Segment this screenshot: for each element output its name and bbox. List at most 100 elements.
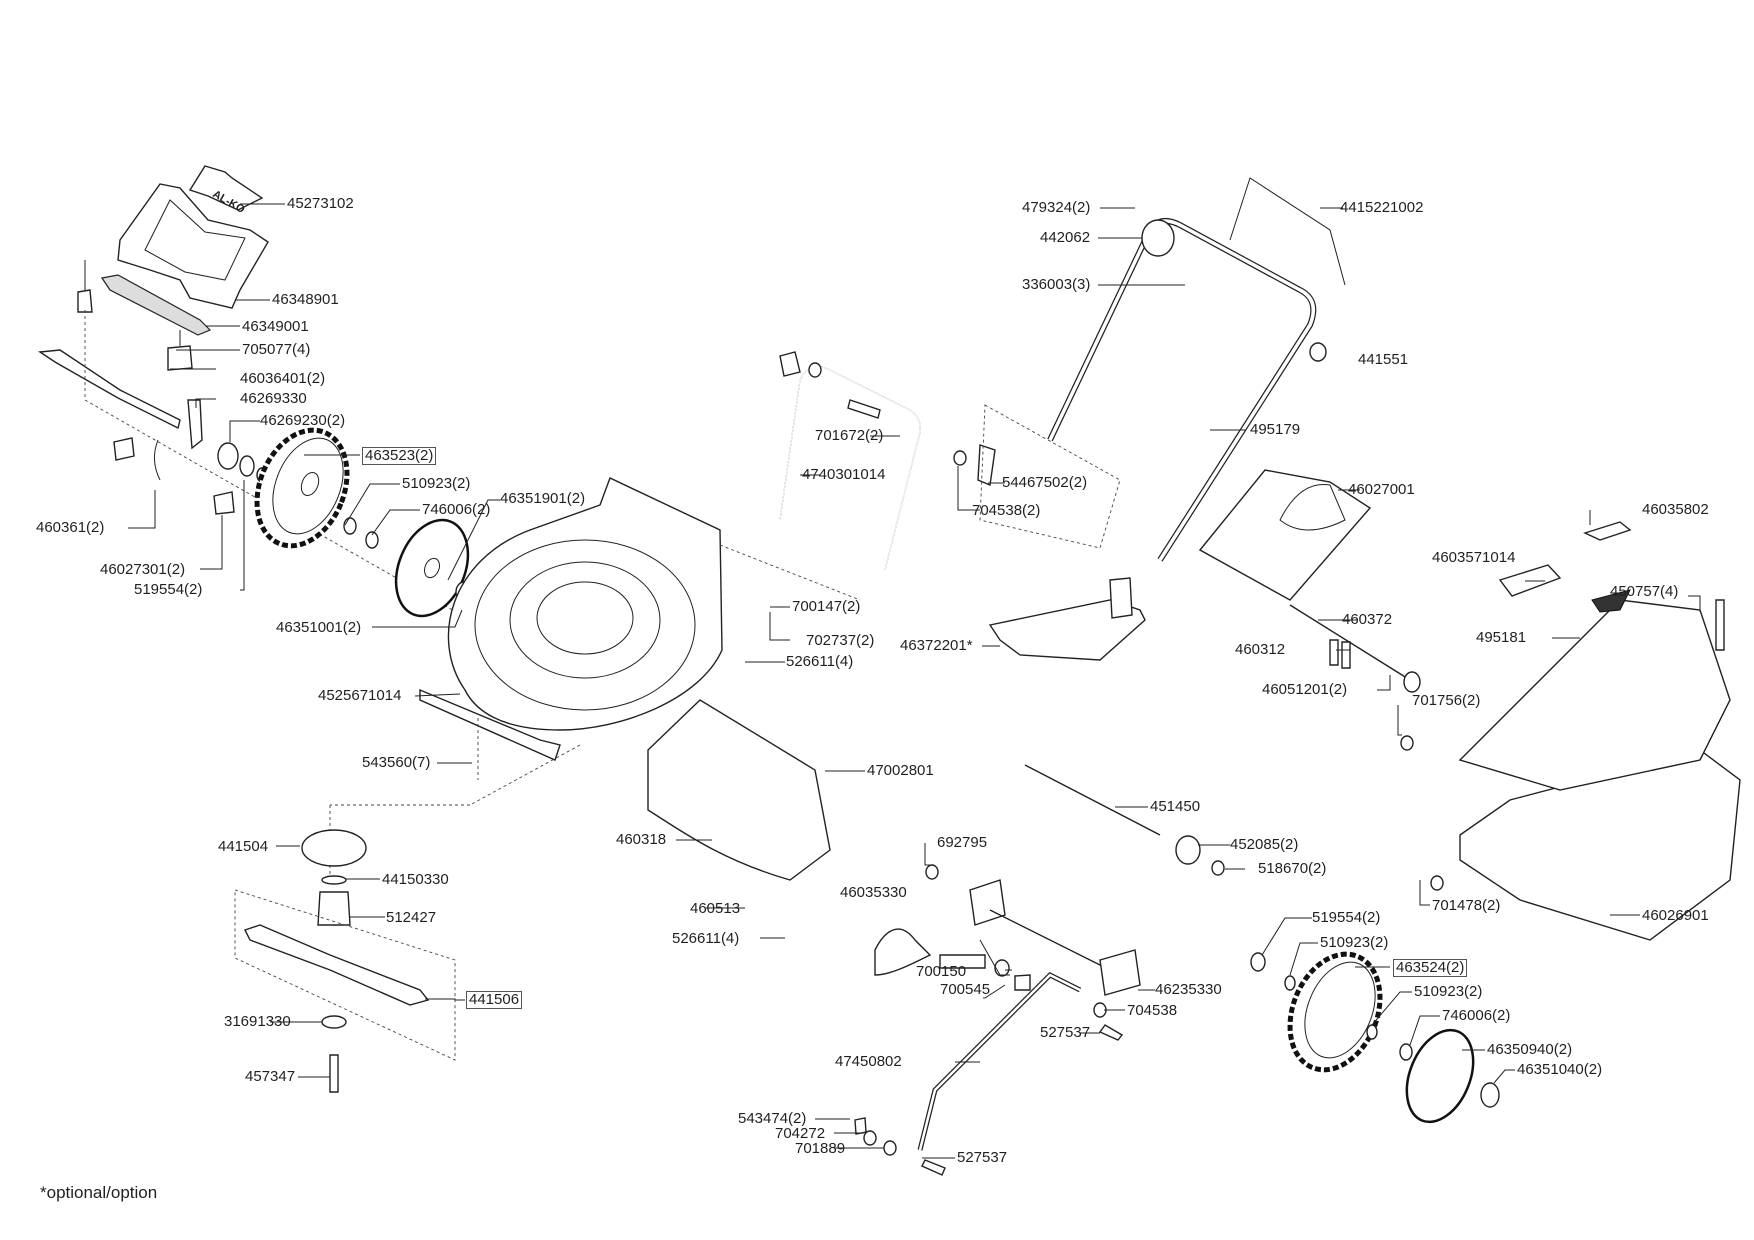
part-label[interactable]: 46351001(2) bbox=[276, 619, 362, 636]
part-label[interactable]: 46036401(2) bbox=[240, 370, 326, 387]
part-label[interactable]: 518670(2) bbox=[1258, 860, 1327, 877]
part-label-boxed[interactable]: 463523(2) bbox=[362, 447, 437, 465]
part-label[interactable]: 510923(2) bbox=[402, 475, 471, 492]
part-label[interactable]: 746006(2) bbox=[422, 501, 491, 518]
part-label[interactable]: 510923(2) bbox=[1414, 983, 1483, 1000]
lever-part[interactable] bbox=[187, 399, 203, 450]
part-label[interactable]: 47002801 bbox=[867, 762, 934, 779]
part-label[interactable]: 46348901 bbox=[272, 291, 339, 308]
blade-part[interactable] bbox=[244, 924, 430, 1006]
part-label[interactable]: 46235330 bbox=[1155, 981, 1222, 998]
part-label[interactable]: 46269230(2) bbox=[260, 412, 346, 429]
part-label[interactable]: 46350940(2) bbox=[1487, 1041, 1573, 1058]
part-label[interactable]: 700545 bbox=[940, 981, 991, 998]
blade-bolt-part[interactable] bbox=[329, 1054, 339, 1093]
part-label[interactable]: 460361(2) bbox=[36, 519, 105, 536]
part-label[interactable]: 519554(2) bbox=[134, 581, 203, 598]
blade-adapter-part[interactable] bbox=[317, 891, 351, 926]
part-label[interactable]: 512427 bbox=[386, 909, 437, 926]
part-label[interactable]: 336003(3) bbox=[1022, 276, 1091, 293]
part-label[interactable]: 450757(4) bbox=[1610, 583, 1679, 600]
part-label[interactable]: 4525671014 bbox=[318, 687, 402, 704]
axle-part[interactable] bbox=[1024, 764, 1161, 836]
part-label-boxed[interactable]: 463524(2) bbox=[1393, 959, 1468, 977]
part-label[interactable]: 31691330 bbox=[224, 1013, 291, 1030]
part-label[interactable]: 452085(2) bbox=[1230, 836, 1299, 853]
clip-part[interactable] bbox=[77, 289, 93, 313]
start-bar-part[interactable] bbox=[1229, 177, 1346, 286]
part-label[interactable]: 519554(2) bbox=[1312, 909, 1381, 926]
part-label[interactable]: 705077(4) bbox=[242, 341, 311, 358]
part-label[interactable]: 46035802 bbox=[1642, 501, 1709, 518]
part-label[interactable]: 495181 bbox=[1476, 629, 1527, 646]
part-label[interactable]: 700147(2) bbox=[792, 598, 861, 615]
part-label[interactable]: 4415221002 bbox=[1340, 199, 1424, 216]
part-label[interactable]: 46349001 bbox=[242, 318, 309, 335]
part-label[interactable]: 460312 bbox=[1235, 641, 1286, 658]
part-label[interactable]: 460513 bbox=[690, 900, 741, 917]
part-label[interactable]: 701889 bbox=[795, 1140, 846, 1157]
mower-deck-part[interactable] bbox=[419, 477, 723, 761]
rear-flap-part[interactable] bbox=[647, 699, 831, 881]
switch-box-part[interactable] bbox=[1141, 219, 1175, 257]
rear-wheel-right-part[interactable] bbox=[1274, 941, 1397, 1084]
part-label[interactable]: 704538 bbox=[1127, 1002, 1178, 1019]
part-label[interactable]: 701672(2) bbox=[815, 427, 884, 444]
part-label[interactable]: 704272 bbox=[775, 1125, 826, 1142]
part-label[interactable]: 46027301(2) bbox=[100, 561, 186, 578]
part-label[interactable]: 543474(2) bbox=[738, 1110, 807, 1127]
hubcap-right-part[interactable] bbox=[1394, 1020, 1486, 1131]
part-label[interactable]: 451450 bbox=[1150, 798, 1201, 815]
part-label[interactable]: 442062 bbox=[1040, 229, 1091, 246]
part-label[interactable]: 441504 bbox=[218, 838, 269, 855]
part-label[interactable]: 701478(2) bbox=[1432, 897, 1501, 914]
part-label[interactable]: 526611(4) bbox=[786, 653, 854, 670]
part-label[interactable]: 527537 bbox=[957, 1149, 1008, 1166]
part-label[interactable]: 46351040(2) bbox=[1517, 1061, 1603, 1078]
part-label[interactable]: 47450802 bbox=[835, 1053, 902, 1070]
height-lever-part[interactable] bbox=[917, 971, 1082, 1151]
part-label[interactable]: 46351901(2) bbox=[500, 490, 586, 507]
part-label[interactable]: 46035330 bbox=[840, 884, 907, 901]
part-label[interactable]: 45273102 bbox=[287, 195, 354, 212]
cable-clip-part[interactable] bbox=[1309, 342, 1327, 362]
front-skirt-part[interactable] bbox=[419, 688, 561, 761]
part-label[interactable]: 701756(2) bbox=[1412, 692, 1481, 709]
front-trim-part[interactable] bbox=[100, 274, 212, 336]
part-label[interactable]: 46027001 bbox=[1348, 481, 1415, 498]
part-label[interactable]: 702737(2) bbox=[806, 632, 875, 649]
part-label[interactable]: 460318 bbox=[616, 831, 667, 848]
top-cover-part[interactable] bbox=[117, 183, 269, 309]
spacer-part[interactable] bbox=[1175, 835, 1201, 865]
part-label[interactable]: 46051201(2) bbox=[1262, 681, 1348, 698]
part-label[interactable]: 54467502(2) bbox=[1002, 474, 1088, 491]
catcher-lid-part[interactable] bbox=[1198, 469, 1372, 601]
part-label[interactable]: 527537 bbox=[1040, 1024, 1091, 1041]
part-label[interactable]: 692795 bbox=[937, 834, 988, 851]
part-label[interactable]: 4603571014 bbox=[1432, 549, 1516, 566]
catcher-top-part[interactable] bbox=[1458, 599, 1731, 791]
part-label[interactable]: 457347 bbox=[245, 1068, 296, 1085]
part-label[interactable]: 510923(2) bbox=[1320, 934, 1389, 951]
part-label[interactable]: 479324(2) bbox=[1022, 199, 1091, 216]
rear-wheel-left-part[interactable] bbox=[241, 417, 364, 560]
part-label[interactable]: 460372 bbox=[1342, 611, 1393, 628]
part-label[interactable]: 46372201* bbox=[900, 637, 973, 654]
part-label[interactable]: 746006(2) bbox=[1442, 1007, 1511, 1024]
height-adjust-axle-part[interactable] bbox=[37, 349, 181, 430]
part-label[interactable]: 700150 bbox=[916, 963, 967, 980]
part-label[interactable]: 44150330 bbox=[382, 871, 449, 888]
catcher-cap-part[interactable] bbox=[1583, 521, 1632, 541]
part-label[interactable]: 704538(2) bbox=[972, 502, 1041, 519]
part-label[interactable]: 4740301014 bbox=[802, 466, 886, 483]
part-label[interactable]: 441551 bbox=[1358, 351, 1409, 368]
part-label[interactable]: 46269330 bbox=[240, 390, 307, 407]
fan-part[interactable] bbox=[301, 829, 367, 867]
part-label-boxed[interactable]: 441506 bbox=[466, 991, 523, 1009]
logo-plate-part[interactable]: AL-KO bbox=[188, 165, 264, 216]
part-label[interactable]: 495179 bbox=[1250, 421, 1301, 438]
part-label[interactable]: 526611(4) bbox=[672, 930, 740, 947]
handle-grip-part[interactable] bbox=[874, 928, 932, 976]
part-label[interactable]: 543560(7) bbox=[362, 754, 431, 771]
hubcap-left-part[interactable] bbox=[383, 509, 482, 626]
